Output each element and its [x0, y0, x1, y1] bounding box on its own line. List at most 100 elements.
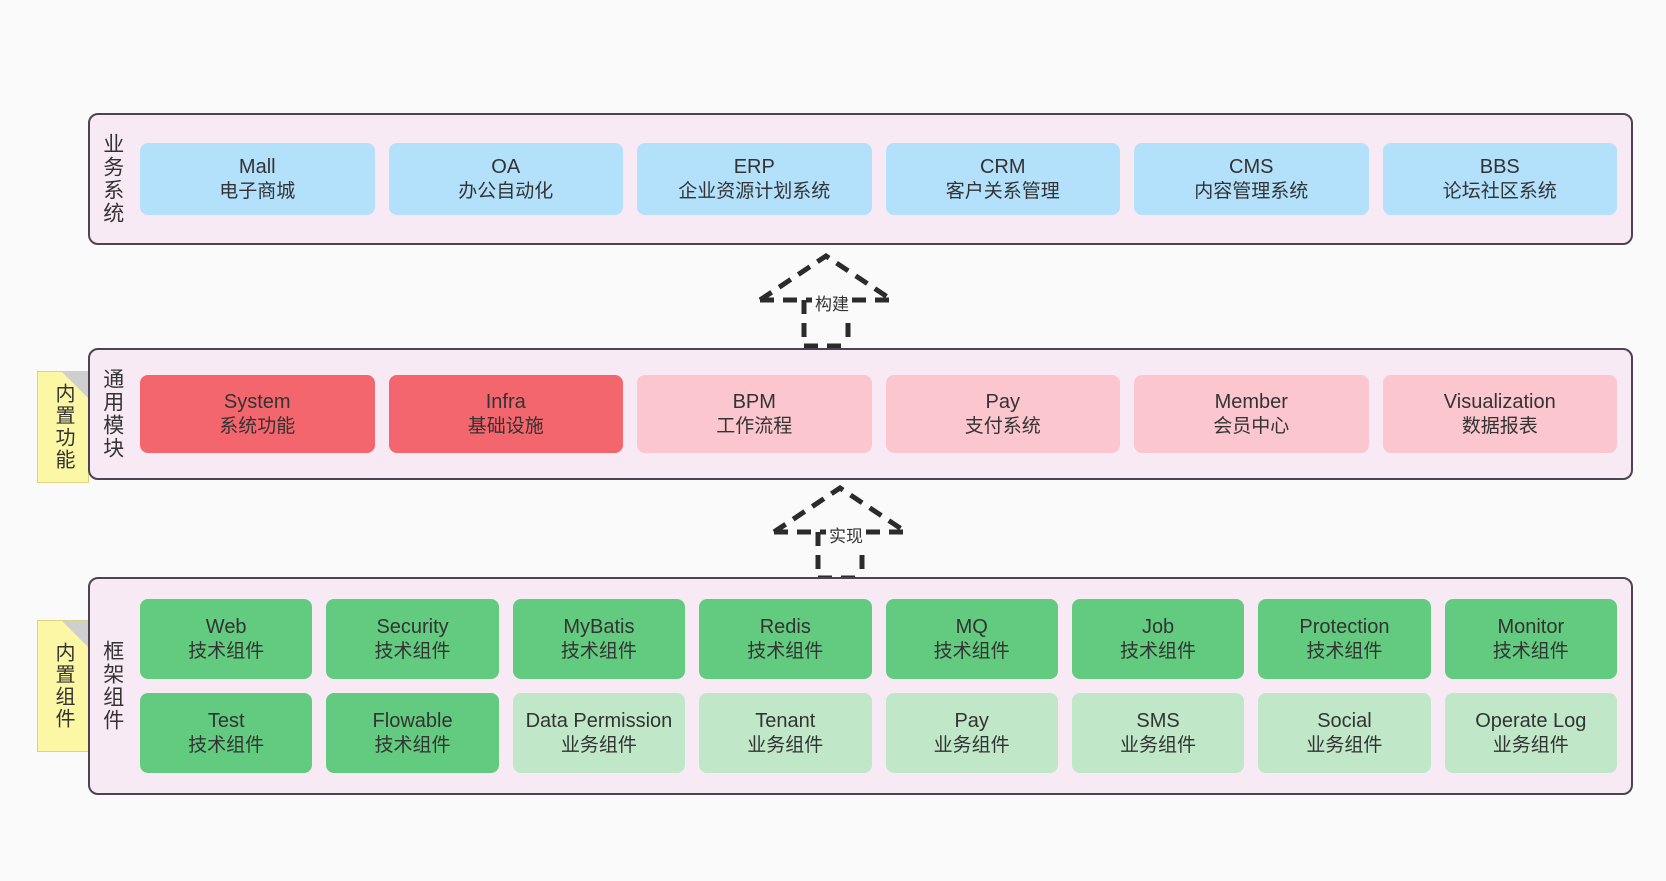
card-title: Infra [485, 391, 526, 414]
card-system[interactable]: System 系统功能 [140, 375, 375, 453]
card-title: MyBatis [563, 616, 635, 639]
card-data-permission[interactable]: Data Permission 业务组件 [512, 693, 686, 773]
note-builtin-function-label: 内置功能 [52, 383, 74, 471]
card-job[interactable]: Job 技术组件 [1071, 599, 1245, 679]
layer-business-system: 业务系统 Mall 电子商城 OA 办公自动化 ERP 企业资源计划系统 CRM… [88, 113, 1633, 245]
card-subtitle: 业务组件 [747, 734, 824, 756]
note-builtin-function: 内置功能 [37, 371, 89, 483]
card-subtitle: 客户关系管理 [945, 180, 1060, 202]
card-pay-module[interactable]: Pay 支付系统 [885, 375, 1120, 453]
card-sms[interactable]: SMS 业务组件 [1071, 693, 1245, 773]
card-subtitle: 电子商城 [219, 180, 296, 202]
connector-build: 构建 [748, 252, 928, 348]
layer-body-common: System 系统功能 Infra 基础设施 BPM 工作流程 Pay 支付系统… [134, 350, 1631, 478]
card-subtitle: 办公自动化 [458, 180, 554, 202]
card-mq[interactable]: MQ 技术组件 [885, 599, 1058, 679]
connector-build-label: 构建 [812, 290, 852, 315]
card-subtitle: 技术组件 [374, 640, 451, 662]
card-subtitle: 论坛社区系统 [1442, 180, 1557, 202]
card-pay-component[interactable]: Pay 业务组件 [885, 693, 1058, 773]
connector-implement: 实现 [762, 484, 942, 580]
card-title: Web [205, 616, 247, 639]
card-subtitle: 技术组件 [933, 640, 1010, 662]
card-security[interactable]: Security 技术组件 [326, 599, 499, 679]
card-subtitle: 技术组件 [188, 640, 265, 662]
note-builtin-component: 内置组件 [37, 620, 89, 752]
card-flowable[interactable]: Flowable 技术组件 [326, 693, 499, 773]
card-test[interactable]: Test 技术组件 [140, 693, 313, 773]
card-mall[interactable]: Mall 电子商城 [140, 143, 375, 215]
card-title: CMS [1229, 156, 1274, 179]
connector-implement-label: 实现 [826, 522, 866, 547]
layer-title-common: 通用模块 [100, 368, 124, 460]
card-title: ERP [733, 156, 775, 179]
card-operate-log[interactable]: Operate Log 业务组件 [1444, 693, 1617, 773]
card-subtitle: 技术组件 [1120, 640, 1197, 662]
card-subtitle: 技术组件 [1306, 640, 1383, 662]
layer-body-business: Mall 电子商城 OA 办公自动化 ERP 企业资源计划系统 CRM 客户关系… [134, 115, 1631, 243]
card-title: Pay [954, 710, 989, 733]
card-infra[interactable]: Infra 基础设施 [388, 375, 623, 453]
card-subtitle: 支付系统 [964, 415, 1041, 437]
card-protection[interactable]: Protection 技术组件 [1258, 599, 1431, 679]
card-subtitle: 业务组件 [1492, 734, 1569, 756]
card-web[interactable]: Web 技术组件 [140, 599, 313, 679]
fold-corner-icon [62, 372, 88, 398]
card-subtitle: 技术组件 [560, 640, 637, 662]
card-subtitle: 业务组件 [1120, 734, 1197, 756]
card-subtitle: 技术组件 [747, 640, 824, 662]
card-subtitle: 企业资源计划系统 [678, 180, 831, 202]
card-title: Security [376, 616, 449, 639]
card-title: Mall [238, 156, 276, 179]
card-visualization[interactable]: Visualization 数据报表 [1382, 375, 1617, 453]
card-bbs[interactable]: BBS 论坛社区系统 [1382, 143, 1617, 215]
card-title: Operate Log [1475, 710, 1587, 733]
fold-corner-icon [62, 621, 88, 647]
framework-card-row-1: Web 技术组件 Security 技术组件 MyBatis 技术组件 Redi… [140, 599, 1617, 679]
card-subtitle: 业务组件 [560, 734, 637, 756]
framework-card-row-2: Test 技术组件 Flowable 技术组件 Data Permission … [140, 693, 1617, 773]
layer-title-business: 业务系统 [100, 133, 124, 225]
card-subtitle: 数据报表 [1461, 415, 1538, 437]
card-subtitle: 技术组件 [1492, 640, 1569, 662]
card-title: Test [207, 710, 245, 733]
business-card-row: Mall 电子商城 OA 办公自动化 ERP 企业资源计划系统 CRM 客户关系… [140, 143, 1617, 215]
card-title: CRM [979, 156, 1026, 179]
card-tenant[interactable]: Tenant 业务组件 [699, 693, 872, 773]
card-subtitle: 系统功能 [219, 415, 296, 437]
card-title: Visualization [1443, 391, 1556, 414]
card-title: OA [491, 156, 521, 179]
card-redis[interactable]: Redis 技术组件 [699, 599, 872, 679]
common-card-row: System 系统功能 Infra 基础设施 BPM 工作流程 Pay 支付系统… [140, 375, 1617, 453]
card-social[interactable]: Social 业务组件 [1258, 693, 1431, 773]
card-member[interactable]: Member 会员中心 [1134, 375, 1369, 453]
card-subtitle: 业务组件 [933, 734, 1010, 756]
card-title: Tenant [755, 710, 816, 733]
card-title: Member [1214, 391, 1288, 414]
card-bpm[interactable]: BPM 工作流程 [637, 375, 872, 453]
card-monitor[interactable]: Monitor 技术组件 [1444, 599, 1617, 679]
card-subtitle: 业务组件 [1306, 734, 1383, 756]
card-title: BBS [1479, 156, 1520, 179]
card-cms[interactable]: CMS 内容管理系统 [1134, 143, 1369, 215]
card-mybatis[interactable]: MyBatis 技术组件 [512, 599, 686, 679]
card-title: MQ [955, 616, 988, 639]
card-subtitle: 内容管理系统 [1194, 180, 1309, 202]
note-builtin-component-label: 内置组件 [52, 642, 74, 730]
card-title: Social [1317, 710, 1372, 733]
card-subtitle: 工作流程 [716, 415, 793, 437]
card-title: Protection [1299, 616, 1390, 639]
card-erp[interactable]: ERP 企业资源计划系统 [637, 143, 872, 215]
card-oa[interactable]: OA 办公自动化 [388, 143, 623, 215]
layer-common-module: 通用模块 System 系统功能 Infra 基础设施 BPM 工作流程 Pay… [88, 348, 1633, 480]
card-subtitle: 技术组件 [374, 734, 451, 756]
card-title: Flowable [372, 710, 453, 733]
layer-framework-component: 框架组件 Web 技术组件 Security 技术组件 MyBatis 技术组件… [88, 577, 1633, 795]
card-title: SMS [1136, 710, 1180, 733]
card-subtitle: 会员中心 [1213, 415, 1290, 437]
card-title: Monitor [1497, 616, 1565, 639]
card-crm[interactable]: CRM 客户关系管理 [885, 143, 1120, 215]
card-title: System [223, 391, 291, 414]
card-title: Data Permission [525, 710, 673, 733]
